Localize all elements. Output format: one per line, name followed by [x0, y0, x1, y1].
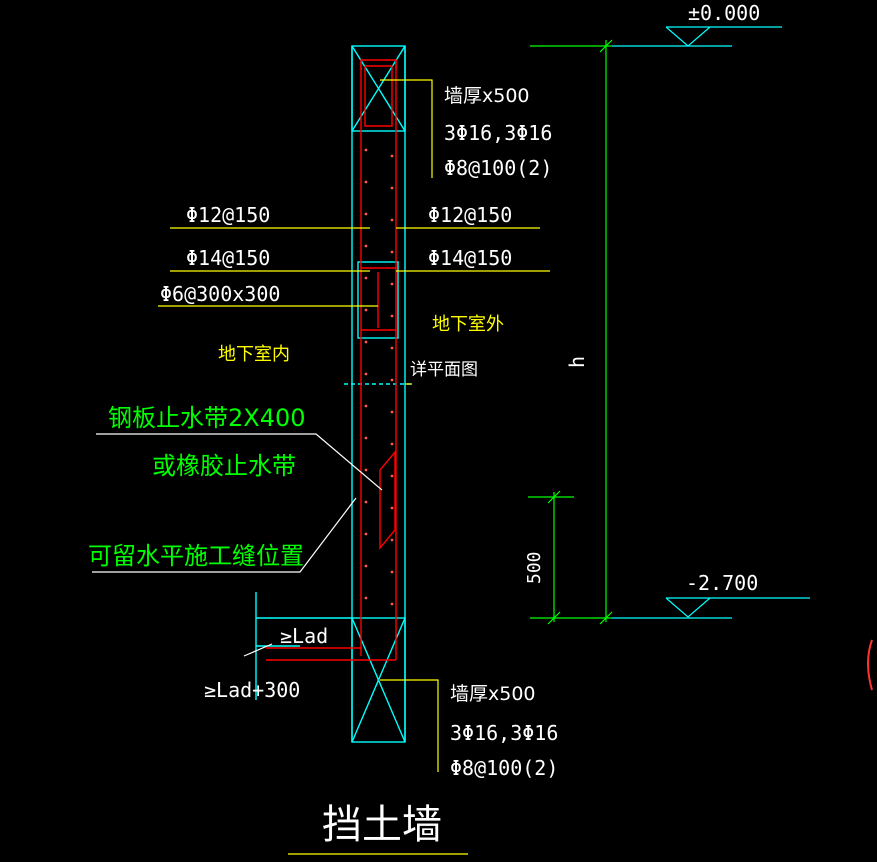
edge-artifact-shape — [867, 639, 873, 691]
right-horizontal-rebar-label: Φ14@150 — [428, 246, 512, 270]
waterstop-leader-upper — [96, 433, 383, 491]
rebar-dot — [364, 404, 368, 408]
rebar-dot — [390, 474, 394, 478]
elevation-top-value: ±0.000 — [688, 1, 760, 25]
elevation-bottom-triangle — [665, 597, 711, 618]
drawing-title: 挡土墙 — [322, 802, 442, 848]
detail-label: 详平面图 — [410, 360, 478, 380]
rebar-top-hook — [360, 59, 397, 70]
rebar-dot — [364, 308, 368, 312]
rebar-group — [266, 59, 397, 661]
tie-rebar-label: Φ6@300x300 — [160, 282, 280, 306]
rebar-dot — [364, 148, 368, 152]
waterstop-leader-lower — [92, 497, 357, 573]
rebar-dot — [390, 602, 394, 606]
bottom-beam-label-line-1: 墙厚x500 — [450, 683, 536, 705]
waterstop-note-line-1: 钢板止水带2X400 — [108, 404, 306, 432]
dimension-500-label: 500 — [524, 551, 545, 584]
top-beam-leader — [380, 79, 433, 178]
elevation-group — [612, 26, 810, 619]
anchor-arrow-line — [243, 643, 273, 657]
edge-artifact — [867, 639, 873, 691]
top-beam-box — [351, 45, 406, 132]
rebar-dot — [390, 250, 394, 254]
waterstop-leaders — [92, 433, 383, 657]
rebar-dot — [364, 276, 368, 280]
rebar-dot — [364, 596, 368, 600]
detail-box — [357, 261, 399, 339]
rebar-dot — [364, 180, 368, 184]
rebar-dot — [390, 314, 394, 318]
top-beam-label-line-3: Φ8@100(2) — [444, 156, 552, 180]
rebar-top-stirrup — [364, 65, 393, 127]
rebar-dot — [390, 282, 394, 286]
rebar-dot — [390, 570, 394, 574]
left-vertical-rebar-label: Φ12@150 — [186, 203, 270, 227]
left-horizontal-rebar-label: Φ14@150 — [186, 246, 270, 270]
dim-500-top-tick — [547, 490, 561, 504]
dim-500-bottom-tick — [547, 611, 561, 625]
rebar-dot — [364, 212, 368, 216]
anchor-upper-label: ≥Lad — [280, 624, 328, 648]
dimension-h-label: h — [565, 356, 589, 368]
waterstop-note-line-2: 或橡胶止水带 — [152, 452, 296, 480]
rebar-dots — [364, 148, 394, 606]
rebar-dot — [364, 244, 368, 248]
rebar-dot — [390, 538, 394, 542]
rebar-dot — [364, 436, 368, 440]
elevation-top-triangle — [665, 26, 711, 47]
dim-h-top-tick — [599, 39, 613, 53]
anchor-lower-label: ≥Lad+300 — [204, 678, 300, 702]
rebar-dot — [390, 378, 394, 382]
rebar-dot — [364, 468, 368, 472]
top-beam-label-line-1: 墙厚x500 — [444, 85, 530, 107]
rebar-dot — [390, 346, 394, 350]
bottom-beam-label-line-2: 3Φ16,3Φ16 — [450, 721, 558, 745]
rebar-dot — [390, 218, 394, 222]
dim-h-bottom-tick — [599, 611, 613, 625]
rebar-dot — [364, 532, 368, 536]
rebar-dot — [364, 340, 368, 344]
waterstop-note-line-3: 可留水平施工缝位置 — [88, 542, 304, 570]
rebar-dot — [390, 506, 394, 510]
rebar-dot — [390, 442, 394, 446]
elevation-bottom-value: -2.700 — [686, 571, 758, 595]
rebar-dot — [390, 154, 394, 158]
rebar-dot — [390, 410, 394, 414]
inside-label: 地下室内 — [218, 344, 290, 365]
leader-lines — [158, 79, 550, 855]
rebar-dot — [364, 500, 368, 504]
rebar-dot — [364, 372, 368, 376]
rebar-dot — [364, 564, 368, 568]
outside-label: 地下室外 — [432, 314, 504, 335]
top-beam-label-line-2: 3Φ16,3Φ16 — [444, 121, 552, 145]
bottom-beam-label-line-3: Φ8@100(2) — [450, 756, 558, 780]
bottom-beam-leader — [380, 679, 439, 772]
dimension-group — [528, 39, 613, 625]
right-vertical-rebar-label: Φ12@150 — [428, 203, 512, 227]
rebar-waterstop — [379, 450, 396, 550]
rebar-dot — [390, 186, 394, 190]
